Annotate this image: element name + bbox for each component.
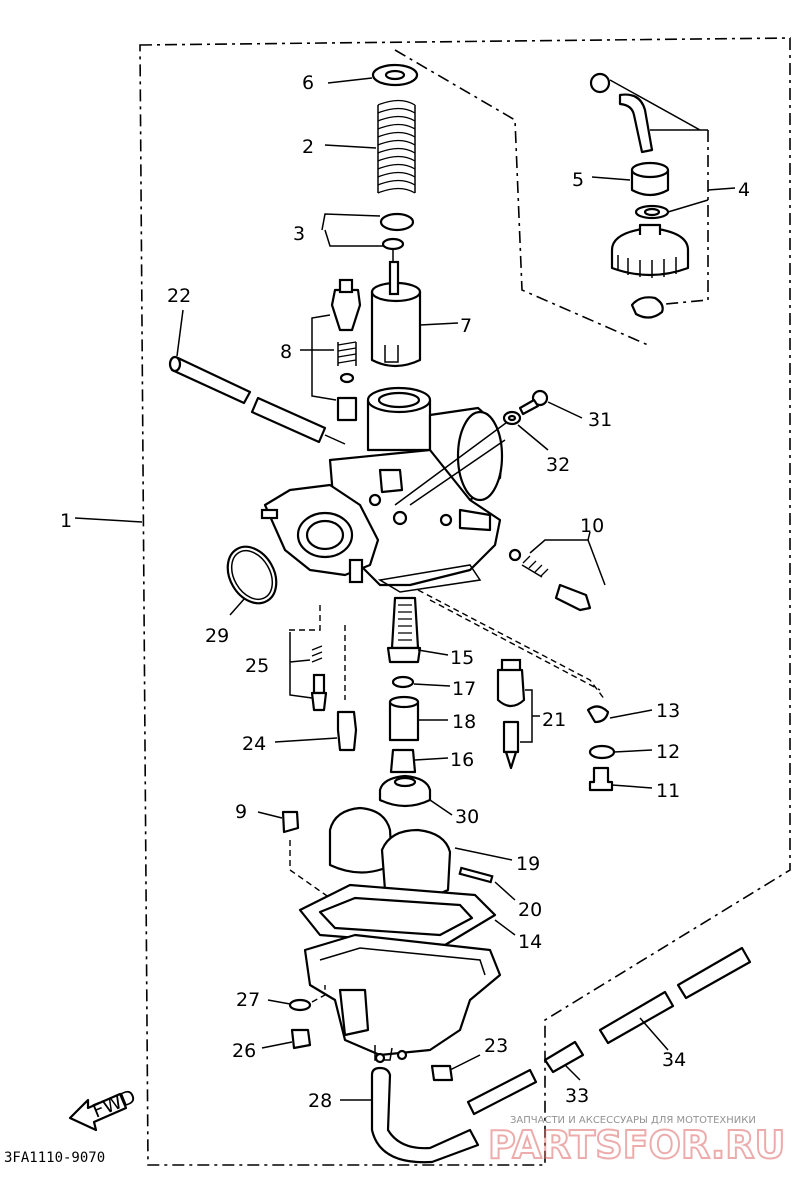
part-13-clip (586, 705, 653, 724)
part-6-washer (327, 63, 419, 87)
fwd-label: FWD (90, 1086, 139, 1123)
label-part-9: 9 (235, 801, 247, 823)
label-part-21: 21 (542, 709, 566, 731)
part-8-pilot-screw (300, 278, 362, 422)
part-11-screw (588, 766, 653, 792)
label-part-6: 6 (302, 72, 314, 94)
label-part-25: 25 (245, 655, 269, 677)
label-part-2: 2 (302, 136, 314, 158)
part-labels: 6 2 3 4 5 7 22 8 31 32 1 10 29 25 15 17 … (60, 72, 750, 1112)
label-part-22: 22 (167, 285, 191, 307)
part-14-gasket (298, 883, 516, 947)
part-33-fitting (543, 1040, 585, 1081)
overflow-hose (466, 1068, 538, 1116)
label-part-31: 31 (588, 409, 612, 431)
part-27-washer (267, 985, 326, 1012)
label-part-10: 10 (580, 515, 604, 537)
float-bowl (303, 933, 502, 1064)
part-9-plug (257, 810, 341, 906)
fwd-arrow-icon: FWD (68, 1086, 139, 1132)
part-10-stop-screw (508, 531, 606, 612)
label-part-16: 16 (450, 749, 474, 771)
watermark-brand: PARTSFOR.RU (488, 1123, 785, 1167)
label-part-19: 19 (516, 853, 540, 875)
carburetor-body (260, 386, 511, 593)
part-30-baffle (378, 774, 453, 816)
label-part-30: 30 (455, 806, 479, 828)
label-part-7: 7 (460, 315, 472, 337)
label-part-17: 17 (452, 678, 476, 700)
part-32-washer (502, 410, 549, 451)
part-24-starter-jet (274, 625, 358, 752)
assembly-boundary (74, 37, 791, 1166)
part-16-main-jet (389, 748, 449, 774)
label-part-4: 4 (738, 179, 750, 201)
part-18-holder (388, 695, 448, 742)
label-part-20: 20 (518, 899, 542, 921)
part-23-screw (430, 1054, 481, 1082)
part-2-spring (324, 99, 416, 194)
watermark-tagline: ЗАПЧАСТИ И АКСЕССУАРЫ ДЛЯ МОТОТЕХНИКИ (510, 1115, 756, 1126)
part-25-jet-assembly (288, 605, 328, 712)
label-part-27: 27 (236, 989, 260, 1011)
label-part-23: 23 (484, 1035, 508, 1057)
part-4-cap-assembly (589, 72, 736, 319)
part-17-o-ring (391, 675, 451, 689)
watermark: ЗАПЧАСТИ И АКСЕССУАРЫ ДЛЯ МОТОТЕХНИКИ PA… (487, 1115, 786, 1168)
part-22-pipe (168, 309, 346, 445)
label-part-8: 8 (280, 341, 292, 363)
label-part-14: 14 (518, 931, 542, 953)
label-part-33: 33 (565, 1085, 589, 1107)
part-34-hose (598, 946, 752, 1051)
part-7-throttle-valve (370, 260, 459, 368)
label-part-11: 11 (656, 780, 680, 802)
label-part-3: 3 (293, 223, 305, 245)
label-part-12: 12 (656, 741, 680, 763)
label-part-18: 18 (452, 711, 476, 733)
part-28-drain-hose (340, 1066, 480, 1164)
part-31-screw (518, 389, 583, 419)
label-part-34: 34 (662, 1049, 686, 1071)
label-part-13: 13 (656, 700, 680, 722)
part-29-o-ring (226, 545, 278, 616)
label-part-5: 5 (572, 169, 584, 191)
part-20-pin (458, 866, 516, 901)
part-15-needle-jet (386, 596, 449, 664)
part-12-washer (588, 744, 653, 760)
label-part-26: 26 (232, 1040, 256, 1062)
part-21-float-valve (496, 658, 540, 770)
label-part-15: 15 (450, 647, 474, 669)
part-26-drain-screw (261, 1028, 312, 1050)
label-part-29: 29 (205, 625, 229, 647)
label-part-24: 24 (242, 733, 266, 755)
label-part-28: 28 (308, 1090, 332, 1112)
label-part-1: 1 (60, 510, 72, 532)
part-19-float (328, 806, 513, 899)
drawing-code: 3FA1110-9070 (4, 1150, 105, 1166)
part-3-clip (321, 212, 415, 285)
label-part-32: 32 (546, 454, 570, 476)
